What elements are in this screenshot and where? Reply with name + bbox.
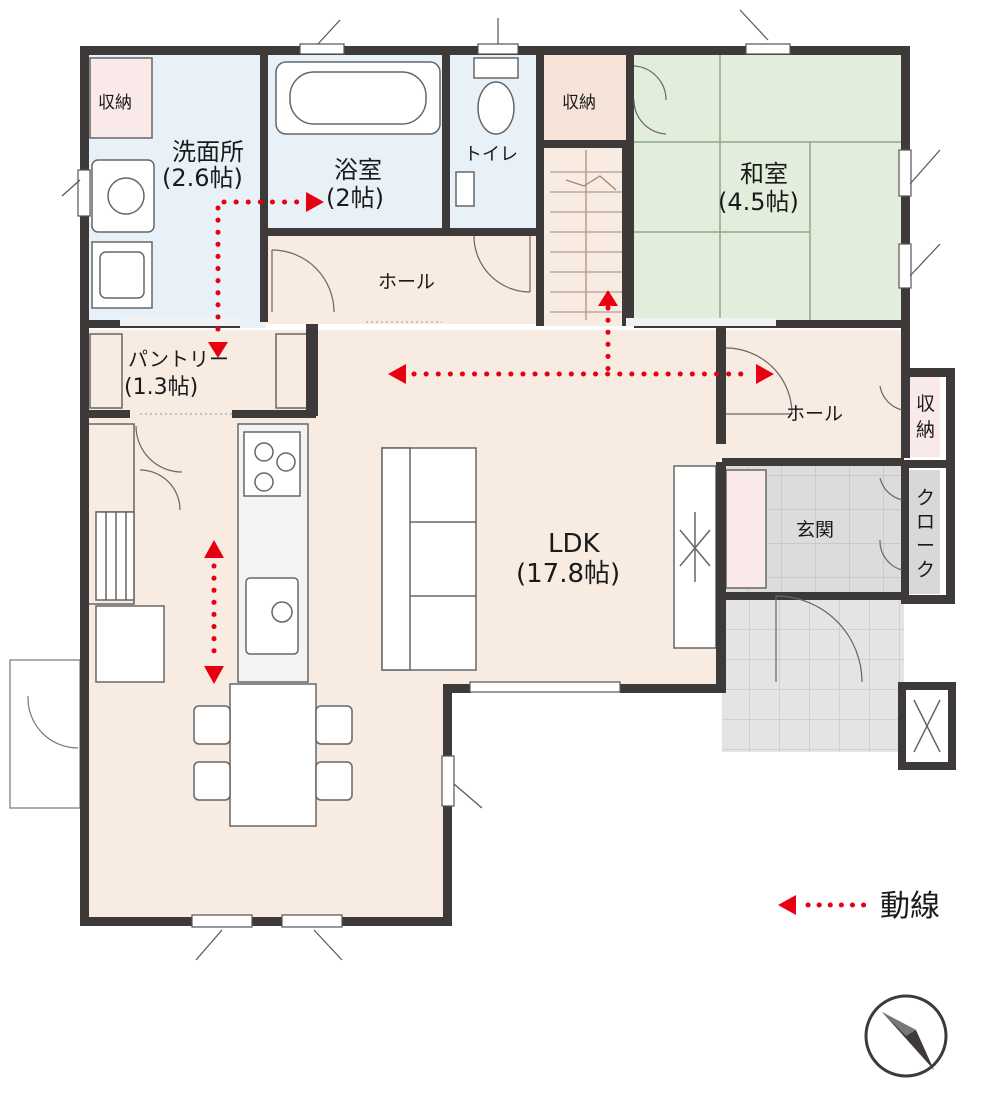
tatami-mats [632, 54, 902, 324]
top-storage-floor [544, 54, 626, 142]
compass-north-icon [864, 994, 948, 1078]
washroom-size: (2.6帖) [162, 164, 243, 192]
entrance-label: 玄関 [796, 519, 834, 541]
storage-top-mid-label: 収納 [562, 93, 596, 113]
ldk-label: LDK [548, 529, 601, 559]
room-labels: 収納 洗面所 (2.6帖) 浴室 (2帖) トイレ 収納 和室 (4.5帖) ホ… [98, 93, 935, 589]
flow-arrow-icon [756, 364, 774, 384]
pantry-floor [86, 330, 312, 412]
sink [245, 577, 299, 655]
hall-upper-label: ホール [378, 271, 435, 293]
legend: 動線 [778, 889, 940, 924]
porch-floor [722, 600, 904, 752]
doors [135, 65, 903, 683]
toilet-bowl [477, 81, 515, 135]
storage-top-left-label: 収納 [98, 93, 132, 113]
ldk-size: (17.8帖) [516, 559, 620, 589]
stairs [550, 150, 622, 320]
windows [61, 9, 941, 961]
legend-label: 動線 [880, 889, 940, 924]
flow-arrow-icon [388, 364, 406, 384]
cloak-char-2: ロ [916, 511, 935, 533]
right-hall-floor [720, 330, 902, 460]
flow-arrow-icon [778, 895, 796, 915]
pantry-label: パントリー [128, 347, 229, 371]
bathroom-size: (2帖) [326, 184, 384, 212]
cloak-char-3: ー [916, 535, 935, 557]
flow-arrow-icon [598, 290, 618, 306]
floors [86, 54, 940, 920]
washroom-label: 洗面所 [172, 138, 244, 166]
pantry-size: (1.3帖) [124, 375, 198, 400]
cloak-char-1: ク [916, 487, 935, 509]
right-storage-floor [908, 375, 940, 457]
shoe-cabinet [725, 469, 767, 589]
storage-right-char-1: 収 [916, 393, 935, 415]
japanese-room-size: (4.5帖) [718, 188, 799, 216]
flow-arrow-icon [204, 666, 224, 684]
flow-arrow-icon [306, 192, 324, 212]
openings [140, 321, 442, 415]
japanese-room-floor [632, 54, 902, 324]
stairs-floor [544, 146, 630, 326]
japanese-room-label: 和室 [740, 160, 788, 188]
furniture [87, 57, 953, 827]
dining-table [229, 683, 317, 827]
flow-arrow-icon [204, 540, 224, 558]
hall-right-label: ホール [786, 403, 843, 425]
side-entry [9, 659, 81, 809]
ldk-floor-main [316, 330, 720, 685]
toilet-label: トイレ [464, 144, 518, 165]
cloak-char-4: ク [916, 559, 935, 581]
flow-lines [204, 192, 774, 684]
bathroom-label: 浴室 [334, 156, 382, 184]
storage-right-char-2: 納 [916, 419, 935, 441]
cloak-floor [908, 470, 940, 594]
refrigerator [95, 605, 165, 683]
flow-arrow-icon [208, 342, 228, 358]
upper-hall-floor [266, 234, 544, 324]
